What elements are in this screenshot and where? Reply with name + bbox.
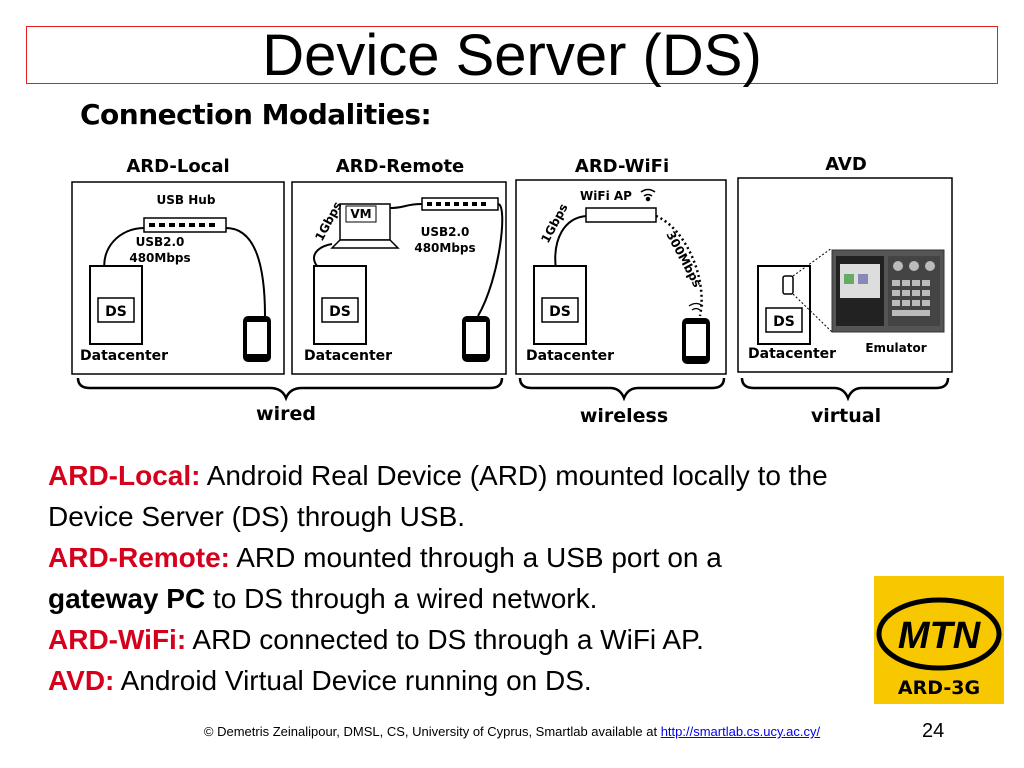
group-label-virtual: virtual <box>811 405 881 427</box>
datacenter-label: Datacenter <box>80 348 168 364</box>
page-number: 24 <box>922 720 945 742</box>
footer: © Demetris Zeinalipour, DMSL, CS, Univer… <box>203 724 821 739</box>
title-border <box>26 26 998 84</box>
svg-text:DS: DS <box>549 304 571 320</box>
mtn-caption: ARD-3G <box>898 677 980 699</box>
panel-ard-local: ARD-Local USB Hub USB2.0 480Mbps DS Data… <box>71 156 285 375</box>
link-label: USB2.0 <box>136 235 185 249</box>
smartlab-link[interactable]: http://smartlab.cs.ucy.ac.cy/ <box>660 724 821 739</box>
panel-ard-wifi: ARD-WiFi WiFi AP 1Gbps 300Mbps DS Datace… <box>515 156 727 375</box>
panel-ard-remote: ARD-Remote VM USB2.0 480Mbps 1Gbps DS Da… <box>291 156 507 375</box>
mtn-logo: MTN ARD-3G <box>874 576 1004 704</box>
brace-wired <box>76 377 504 402</box>
svg-text:DS: DS <box>105 304 127 320</box>
group-label-wireless: wireless <box>580 405 668 427</box>
wifi-ap-icon <box>585 207 657 223</box>
brace-virtual <box>740 377 950 402</box>
hub-label: USB Hub <box>157 193 216 207</box>
panel-header: AVD <box>825 154 867 175</box>
svg-text:DS: DS <box>329 304 351 320</box>
term-avd: AVD: <box>48 665 115 696</box>
brace-wireless <box>518 377 726 402</box>
svg-text:USB2.0: USB2.0 <box>421 225 470 239</box>
emulator-label: Emulator <box>865 341 926 355</box>
description-text: ARD-Local: Android Real Device (ARD) mou… <box>48 460 828 696</box>
svg-text:480Mbps: 480Mbps <box>414 241 475 255</box>
page-title: Device Server (DS) <box>262 23 762 88</box>
panel-header: ARD-WiFi <box>575 156 669 177</box>
svg-text:Datacenter: Datacenter <box>748 346 836 362</box>
link-speed: 480Mbps <box>129 251 190 265</box>
svg-text:Datacenter: Datacenter <box>526 348 614 364</box>
section-subtitle: Connection Modalities: <box>80 98 432 131</box>
term-ard-remote: ARD-Remote: <box>48 542 230 573</box>
term-ard-local: ARD-Local: <box>48 460 201 491</box>
mtn-brand-text: MTN <box>898 615 982 657</box>
svg-text:DS: DS <box>773 314 795 330</box>
emulator-screen-icon <box>831 249 945 333</box>
connection-diagram: ARD-Local USB Hub USB2.0 480Mbps DS Data… <box>71 154 953 427</box>
term-gateway-pc: gateway PC <box>48 583 206 614</box>
svg-text:WiFi AP: WiFi AP <box>580 189 632 203</box>
term-ard-wifi: ARD-WiFi: <box>48 624 187 655</box>
panel-header: ARD-Local <box>126 156 229 177</box>
panel-header: ARD-Remote <box>336 156 465 177</box>
wifi-icon <box>640 188 656 202</box>
group-label-wired: wired <box>256 403 316 425</box>
svg-text:VM: VM <box>350 207 371 221</box>
svg-text:Datacenter: Datacenter <box>304 348 392 364</box>
panel-avd: AVD DS Datacenter Emulator <box>737 154 953 373</box>
